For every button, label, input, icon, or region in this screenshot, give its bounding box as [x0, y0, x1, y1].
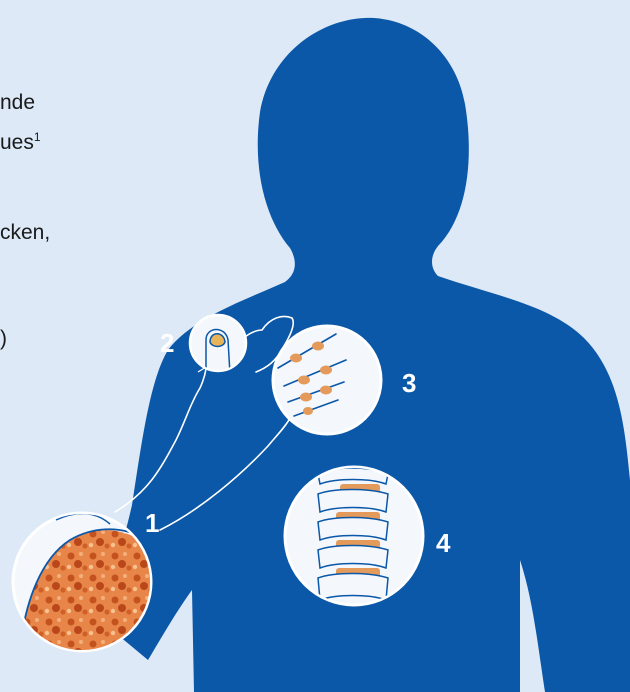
callout-number-3: 3: [402, 368, 416, 398]
callout-number-2: 2: [160, 328, 174, 358]
callout-number-1: 1: [145, 508, 159, 538]
detail-circle-spine: [285, 467, 423, 605]
detail-circle-hand: [273, 326, 381, 434]
callout-number-4: 4: [436, 528, 451, 558]
